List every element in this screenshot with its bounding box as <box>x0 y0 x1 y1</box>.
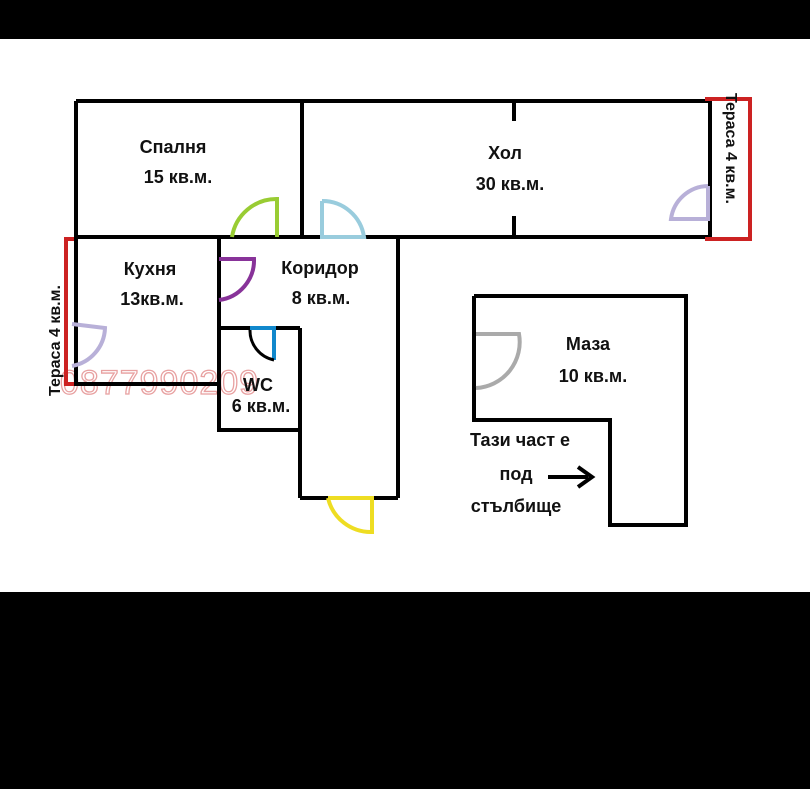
door-living <box>320 198 367 239</box>
room-name-corridor: Коридор <box>281 258 358 278</box>
walls <box>66 99 712 527</box>
door-kitchen <box>218 257 257 302</box>
terrace-left-label: Тераса 4 кв.м. <box>47 285 64 396</box>
room-name-living: Хол <box>488 143 522 163</box>
room-area-bedroom: 15 кв.м. <box>144 167 212 187</box>
terrace-left-bracket <box>64 237 74 386</box>
note-line-1: Тази част е <box>470 430 570 450</box>
wall-basement <box>472 294 688 527</box>
terrace-right-bracket <box>705 97 752 241</box>
room-area-basement: 10 кв.м. <box>559 366 627 386</box>
door-entrance <box>326 496 374 535</box>
room-area-corridor: 8 кв.м. <box>292 288 350 308</box>
floor-plan: 0877990209 <box>47 93 752 535</box>
door-bedroom <box>230 196 279 238</box>
room-name-bedroom: Спалня <box>140 137 207 157</box>
arrow-right-icon <box>548 465 596 489</box>
door-terrace-right <box>668 184 710 221</box>
note-line-2: под <box>499 464 533 484</box>
room-name-basement: Маза <box>566 334 611 354</box>
room-name-kitchen: Кухня <box>124 259 177 279</box>
doors <box>71 184 710 535</box>
door-terrace-left <box>71 322 108 368</box>
room-area-wc: 6 кв.м. <box>232 396 290 416</box>
terrace-right-label: Тераса 4 кв.м. <box>722 93 739 204</box>
room-area-living: 30 кв.м. <box>476 174 544 194</box>
note-line-3: стълбище <box>471 496 562 516</box>
terraces <box>64 97 752 386</box>
room-name-wc: WC <box>243 375 273 395</box>
door-wc-swing <box>248 329 275 362</box>
door-wc-blue <box>250 326 276 360</box>
room-area-kitchen: 13кв.м. <box>120 289 183 309</box>
floor-plan-canvas: 0877990209 <box>0 39 810 592</box>
door-basement <box>475 332 522 390</box>
